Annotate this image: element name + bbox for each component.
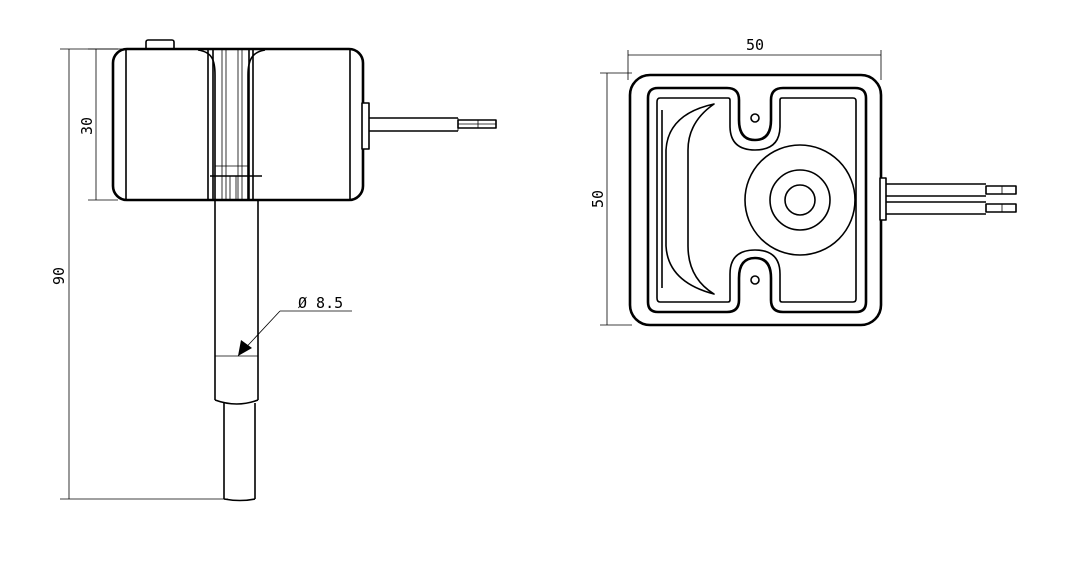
dim-90: 90 [50,48,228,500]
dim-30-text: 30 [78,117,96,135]
probe-tube [214,200,259,502]
sensor-disc [744,144,856,256]
cable-side [369,117,497,132]
c-slot [665,103,715,295]
dim-height-50: 50 [589,72,632,326]
dim-diameter-text: Ø 8.5 [298,294,343,312]
dim-90-text: 90 [50,267,68,285]
screw-hole-bottom [750,275,760,285]
dim-30: 30 [78,48,118,201]
dim-width-50: 50 [627,36,882,80]
dim-height-text: 50 [589,190,607,208]
dim-diameter: Ø 8.5 [237,294,352,357]
dim-width-text: 50 [746,36,764,54]
side-view: 90 30 [50,39,497,502]
inner-channel [646,86,868,314]
housing-outline [628,73,883,327]
cable-boss [361,102,370,150]
screw-hole-top [750,113,760,123]
cable-front [879,177,1017,221]
front-view: 50 50 [589,36,1017,327]
